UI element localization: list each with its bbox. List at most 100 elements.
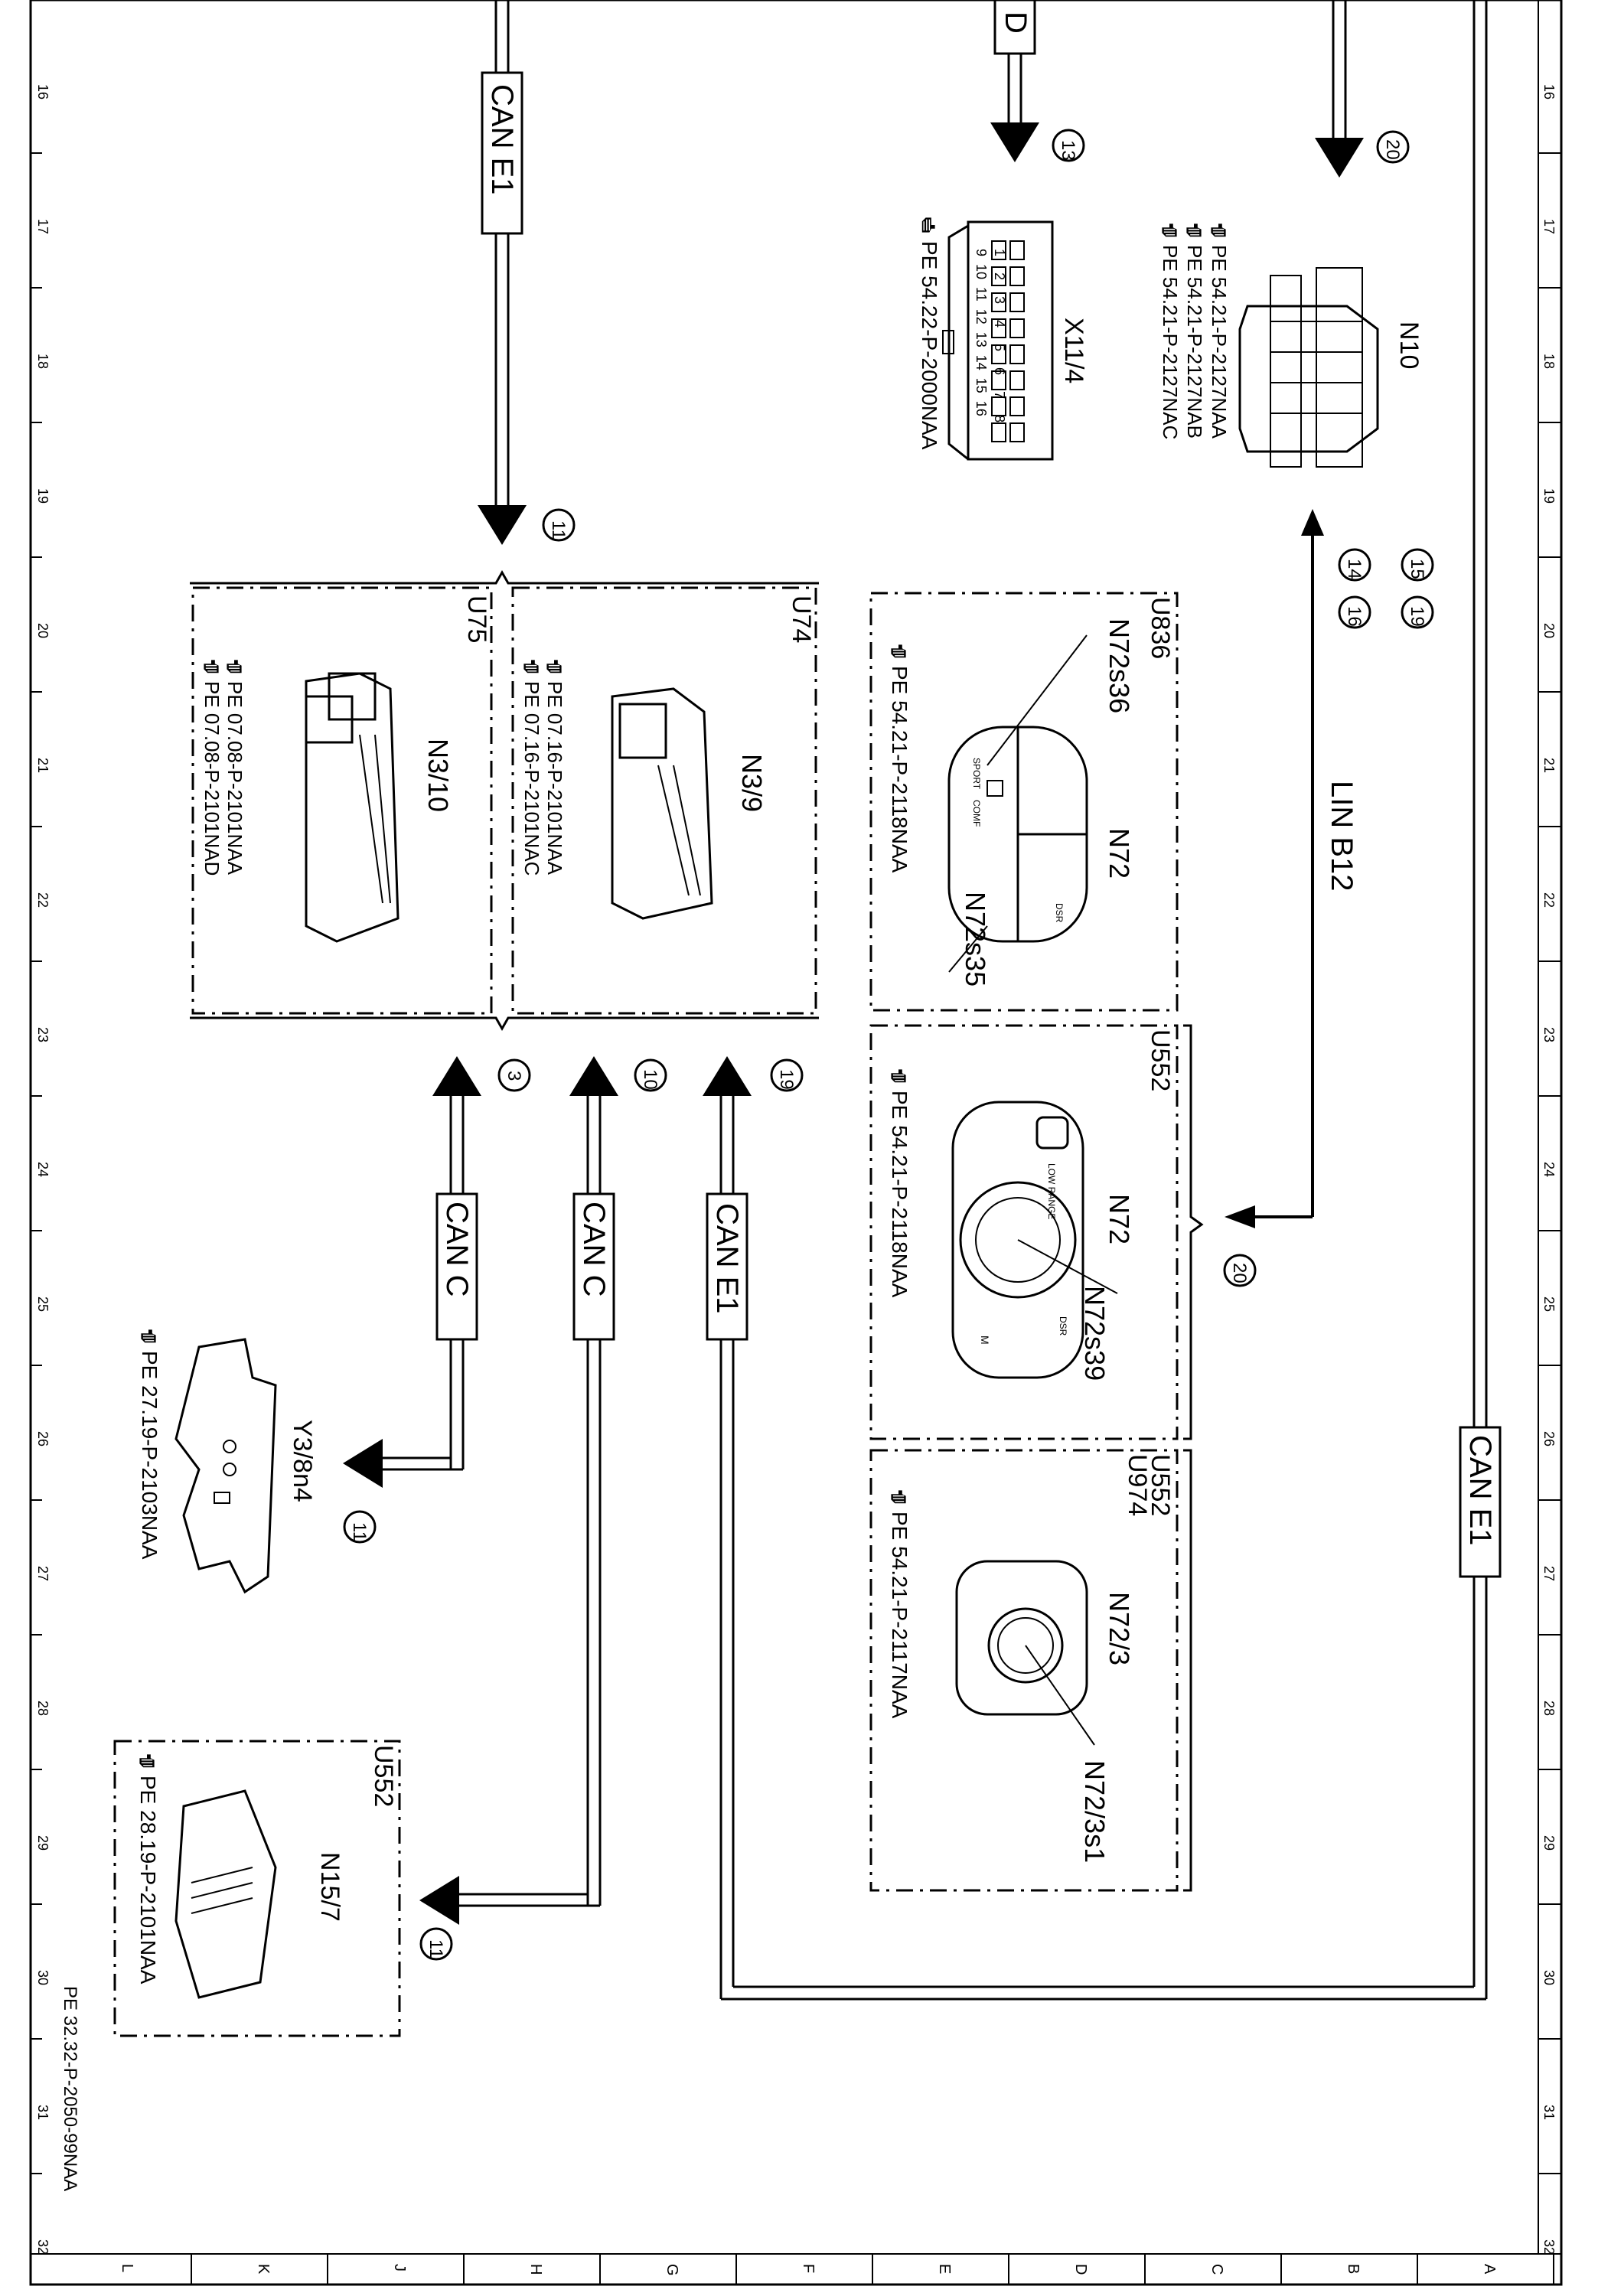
- x11-4-pin: [991, 344, 1006, 364]
- x11-4-pins-bottom: 9 10 11 12 13 14 15 16: [973, 249, 989, 416]
- row-label-left: 22: [35, 892, 51, 908]
- row-label-right: 19: [1541, 488, 1557, 504]
- svg-text:PE 07.16-P-2101NAA: PE 07.16-P-2101NAA: [543, 681, 566, 876]
- svg-text:PE 54.21-P-2127NAB: PE 54.21-P-2127NAB: [1183, 245, 1206, 439]
- n15-7-ref: PE 28.19-P-2101NAA: [136, 1753, 160, 1985]
- row-label-left: 31: [35, 2105, 51, 2120]
- row-label-left: 23: [35, 1027, 51, 1042]
- n10-module: [1238, 267, 1379, 468]
- n72-u836-switch: [947, 634, 1088, 973]
- callout-20-top: 20: [1376, 130, 1410, 164]
- u552-u974-unit1: U552: [1146, 1454, 1175, 1516]
- x11-4-pin: [991, 266, 1006, 286]
- row-label-left: 30: [35, 1970, 51, 1985]
- can-e1-mid-wire: [703, 0, 1502, 2001]
- callout-11-n15: 11: [419, 1927, 453, 1961]
- svg-text:20: 20: [1229, 1263, 1250, 1283]
- n72-u552-name: N72: [1104, 1194, 1135, 1244]
- x11-4-pin: [991, 292, 1006, 312]
- svg-text:20: 20: [1382, 139, 1403, 160]
- can-e1-top-label: CAN E1: [485, 84, 519, 195]
- svg-text:PE 07.08-P-2101NAA: PE 07.08-P-2101NAA: [223, 681, 246, 876]
- x11-4-name: X11/4: [1059, 318, 1088, 383]
- row-label-right: 25: [1541, 1296, 1557, 1312]
- row-label-right: 31: [1541, 2105, 1557, 2120]
- row-label-left: 32: [35, 2239, 51, 2255]
- column-label: H: [527, 2264, 544, 2275]
- n72-u552-dsr: DSR: [1058, 1316, 1068, 1336]
- n3-10-name: N3/10: [422, 739, 454, 812]
- n72-3s1-label: N72/3s1: [1079, 1760, 1110, 1863]
- svg-text:PE 27.19-P-2103NAA: PE 27.19-P-2103NAA: [138, 1351, 161, 1560]
- n72-u552-switch: [951, 1101, 1118, 1379]
- row-label-left: 16: [35, 84, 51, 99]
- u74-box: [511, 586, 817, 1015]
- n15-7-box: [113, 1740, 401, 2037]
- x11-4-pin: [991, 396, 1006, 416]
- can-c-2-wire: [419, 1056, 618, 1925]
- svg-text:PE 54.21-P-2118NAA: PE 54.21-P-2118NAA: [888, 1091, 912, 1298]
- n72-u552-m: M: [979, 1336, 991, 1345]
- n72-3-switch: [955, 1560, 1095, 1746]
- n15-7-unit: U552: [369, 1745, 398, 1807]
- svg-text:PE 54.22-P-2000NAA: PE 54.22-P-2000NAA: [918, 241, 941, 450]
- d-wire: [990, 0, 1039, 162]
- n72s39-label: N72s39: [1079, 1286, 1110, 1381]
- n72s36-label: N72s36: [1104, 618, 1135, 713]
- svg-text:PE 54.21-P-2118NAA: PE 54.21-P-2118NAA: [888, 666, 912, 873]
- row-label-left: 18: [35, 354, 51, 369]
- y3-8n4-module: [174, 1338, 277, 1594]
- n10-name: N10: [1394, 321, 1424, 369]
- x11-4-connector: [942, 220, 1054, 461]
- svg-text:13: 13: [1058, 140, 1078, 161]
- y3-8n4-ref: PE 27.19-P-2103NAA: [138, 1329, 161, 1560]
- x11-4-pin: [1009, 266, 1025, 286]
- n72-u552-low-range: LOW RANGE: [1046, 1163, 1057, 1219]
- n72-u836-dsr: DSR: [1054, 903, 1065, 923]
- column-label: B: [1345, 2264, 1362, 2274]
- n3-9-name: N3/9: [736, 754, 768, 812]
- can-e1-mid-label: CAN E1: [710, 1203, 744, 1314]
- can-e1-right-label: CAN E1: [1463, 1435, 1497, 1546]
- column-label: G: [664, 2264, 680, 2276]
- n3-10-module: [305, 672, 400, 943]
- u74-unit: U74: [787, 595, 816, 643]
- svg-text:11: 11: [426, 1939, 446, 1958]
- x11-4-ref: PE 54.22-P-2000NAA: [918, 217, 941, 450]
- row-label-right: 21: [1541, 758, 1557, 773]
- row-label-right: 23: [1541, 1027, 1557, 1042]
- n72-u836-name: N72: [1104, 828, 1135, 879]
- svg-text:19: 19: [1407, 606, 1427, 627]
- can-e1-top-wire: [478, 0, 527, 545]
- n10-arrow: [1315, 0, 1364, 178]
- u75-box: [191, 586, 493, 1015]
- u836-ref: PE 54.21-P-2118NAA: [888, 644, 912, 873]
- row-label-right: 27: [1541, 1566, 1557, 1581]
- column-label: C: [1208, 2264, 1225, 2275]
- row-label-left: 28: [35, 1701, 51, 1716]
- svg-text:PE 07.16-P-2101NAC: PE 07.16-P-2101NAC: [520, 681, 543, 876]
- lin-b12-wire: [1225, 509, 1324, 1228]
- u552-u974-unit2: U974: [1123, 1454, 1152, 1516]
- document-reference: PE 32.32-P-2050-99NAA: [60, 1986, 80, 2191]
- column-label: L: [119, 2264, 135, 2272]
- svg-text:PE 54.21-P-2127NAC: PE 54.21-P-2127NAC: [1159, 245, 1182, 439]
- row-label-right: 32: [1541, 2239, 1557, 2255]
- n3-9-module: [611, 687, 713, 920]
- u836-unit: U836: [1146, 597, 1175, 659]
- u552-box: [869, 1024, 1179, 1440]
- row-label-right: 20: [1541, 623, 1557, 638]
- frame: [29, 0, 1563, 2286]
- grid-lines: [31, 152, 1561, 2285]
- column-label: F: [800, 2264, 817, 2273]
- u552-u974-box: [869, 1449, 1179, 1892]
- x11-4-pin: [991, 240, 1006, 260]
- column-label: A: [1481, 2264, 1498, 2275]
- callout-13: 13: [1052, 129, 1085, 162]
- d-wire-label: D: [999, 11, 1032, 34]
- lin-b12-label: LIN B12: [1325, 781, 1358, 892]
- u552-u974-ref: PE 54.21-P-2117NAA: [888, 1489, 912, 1719]
- x11-4-pin: [1009, 396, 1025, 416]
- row-label-left: 21: [35, 758, 51, 773]
